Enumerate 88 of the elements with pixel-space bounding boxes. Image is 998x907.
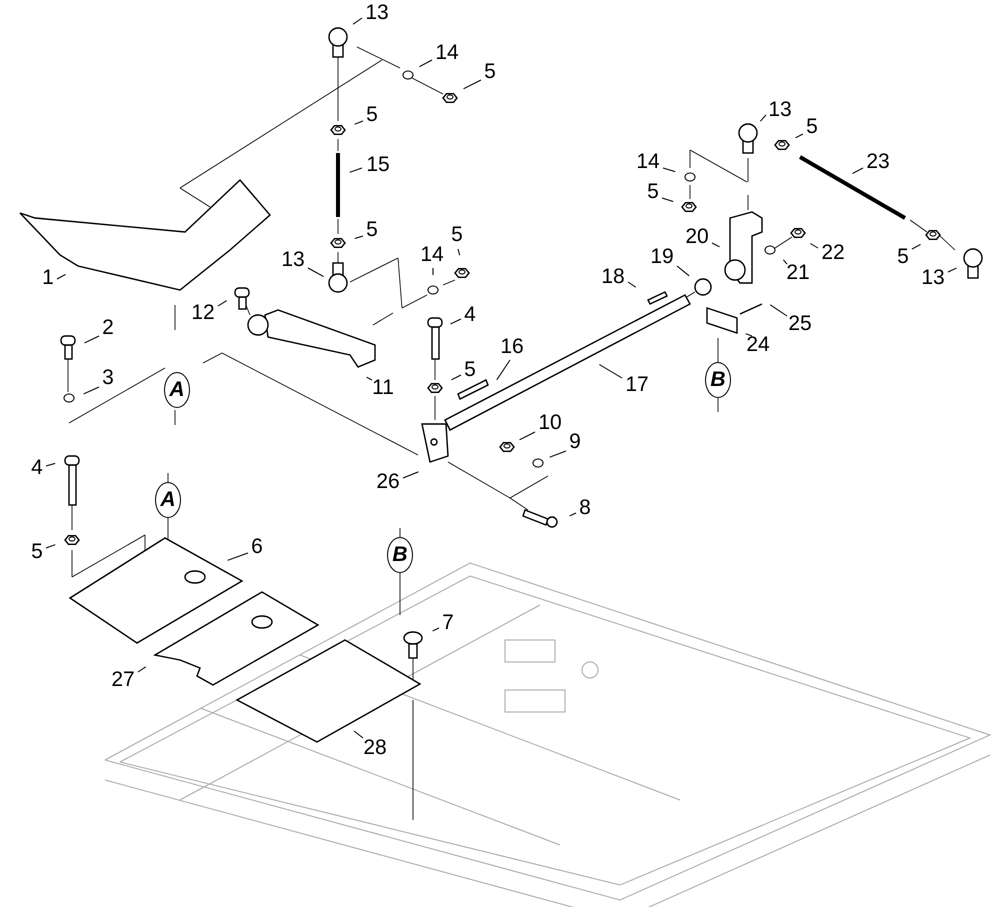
callout-number: 10 [538, 412, 562, 434]
leader-line [852, 168, 864, 174]
callout-number: 20 [685, 226, 709, 248]
leader-line [366, 376, 372, 380]
leader-line [46, 462, 56, 466]
leader-line [227, 552, 248, 561]
leader-line [745, 333, 752, 336]
reference-letter: A [155, 482, 181, 518]
leader-line [463, 80, 482, 90]
callout-number: 2 [102, 317, 114, 339]
leader-line [354, 120, 364, 125]
leader-line [598, 364, 622, 378]
leader-line [549, 450, 566, 458]
callout-number: 16 [500, 336, 524, 358]
callout-number: 15 [366, 154, 390, 176]
leader-line [308, 268, 324, 278]
leader-line [662, 168, 676, 172]
leader-line [418, 60, 432, 68]
leader-line [458, 248, 460, 256]
leader-line [56, 274, 66, 280]
leader-line [712, 242, 720, 248]
leader-line [354, 236, 364, 239]
leader-line [451, 374, 462, 380]
leader-line [432, 268, 434, 276]
leader-line [782, 259, 788, 264]
leader-line [83, 386, 100, 394]
callout-number: 17 [625, 374, 649, 396]
callout-number: 7 [442, 612, 454, 634]
callout-number: 5 [806, 116, 818, 138]
callout-number: 19 [650, 246, 674, 268]
callout-number: 5 [464, 359, 476, 381]
leader-line [795, 134, 804, 138]
callout-number: 25 [788, 313, 812, 335]
reference-letter: A [164, 372, 190, 408]
leader-line [569, 512, 576, 516]
reference-letter: B [387, 537, 413, 573]
leader-line [912, 244, 922, 250]
callout-number: 26 [376, 471, 400, 493]
leader-line [496, 360, 510, 380]
callout-number: 13 [921, 267, 945, 289]
callout-number: 22 [821, 242, 845, 264]
callout-number: 14 [420, 244, 444, 266]
callout-number: 5 [366, 219, 378, 241]
callout-number: 8 [579, 497, 591, 519]
callout-number: 24 [746, 334, 770, 356]
leader-line [810, 243, 818, 248]
callout-number: 13 [768, 99, 792, 121]
callout-number: 27 [111, 669, 135, 691]
callout-number: 5 [647, 181, 659, 203]
leader-line [218, 300, 228, 306]
callout-number: 14 [435, 42, 459, 64]
leader-line [948, 268, 957, 272]
leader-line [354, 730, 364, 738]
callout-number: 28 [363, 737, 387, 759]
callout-number: 5 [366, 104, 378, 126]
leader-line [84, 336, 100, 344]
leader-line [352, 18, 362, 25]
callout-number: 5 [484, 61, 496, 83]
leader-line [628, 282, 636, 288]
leader-line [402, 471, 419, 478]
callout-number: 5 [451, 224, 463, 246]
leader-line [432, 628, 440, 632]
callout-number: 18 [601, 266, 625, 288]
callout-number: 13 [365, 2, 389, 24]
leader-line [770, 304, 788, 316]
callout-number: 12 [191, 302, 215, 324]
leader-line [450, 318, 462, 324]
callout-number: 5 [31, 541, 43, 563]
leader-line [676, 266, 690, 276]
leader-line [760, 114, 766, 122]
callout-number: 3 [102, 367, 114, 389]
leader-line [138, 666, 146, 672]
callout-number: 1 [42, 267, 54, 289]
callout-number: 4 [31, 457, 43, 479]
leader-line [46, 544, 56, 548]
reference-letter: B [705, 362, 731, 398]
callout-number: 23 [866, 151, 890, 173]
leader-line [519, 432, 536, 440]
callout-number: 4 [464, 304, 476, 326]
callout-number: 6 [251, 536, 263, 558]
callout-number: 21 [786, 262, 810, 284]
leader-line [662, 198, 674, 202]
leader-line [349, 168, 362, 173]
callout-number: 9 [569, 431, 581, 453]
callout-number: 5 [897, 246, 909, 268]
callout-number: 11 [372, 377, 394, 399]
callout-number: 13 [281, 249, 305, 271]
callout-number: 14 [636, 151, 660, 173]
